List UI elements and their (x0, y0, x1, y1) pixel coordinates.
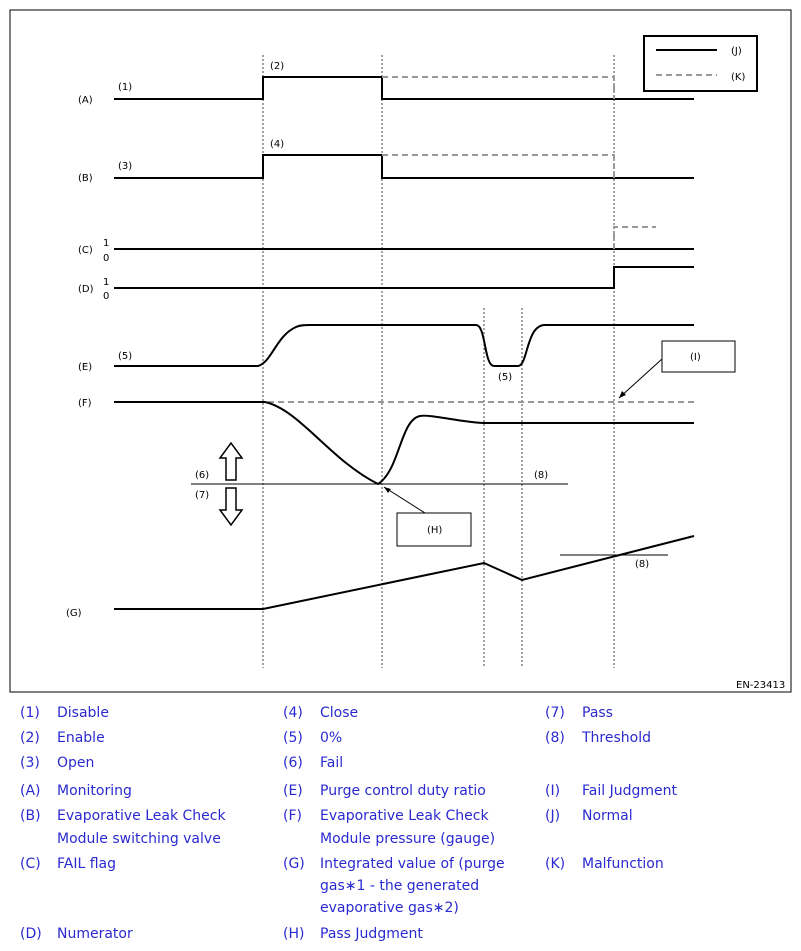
signal-A: (1) (2) (114, 61, 694, 100)
signal-B: (3) (4) (114, 139, 694, 179)
row-label-B: (B) (78, 173, 93, 184)
legend-text: Fail Judgment (582, 783, 677, 799)
marker-3: (3) (118, 161, 132, 172)
legend-code: (A) (20, 783, 41, 799)
legend-text: Fail (320, 755, 344, 771)
legend-text: FAIL flag (57, 856, 117, 872)
diagram-frame (9, 9, 792, 693)
callout-H-label: (H) (427, 525, 442, 536)
marker-4: (4) (270, 139, 284, 150)
legend-code: (6) (283, 755, 303, 771)
legend-text: Evaporative Leak Check (57, 808, 226, 824)
legend-code: (4) (283, 705, 303, 721)
flag-D-level-0: 0 (103, 291, 109, 302)
flag-D-level-1: 1 (103, 277, 109, 288)
signal-F: (6) (7) (8) (114, 401, 694, 527)
key-label-J: (J) (731, 46, 742, 57)
legend-text: Pass Judgment (320, 926, 423, 942)
legend-code: (G) (283, 856, 305, 872)
legend-code: (C) (20, 856, 41, 872)
flag-C-level-1: 1 (103, 238, 109, 249)
marker-8-pressure: (8) (534, 470, 548, 481)
legend-code: (5) (283, 730, 303, 746)
row-label-A: (A) (78, 95, 93, 106)
row-label-E: (E) (78, 362, 92, 373)
legend-text: Malfunction (582, 856, 664, 872)
row-label-D: (D) (78, 284, 94, 295)
legend-code: (D) (20, 926, 42, 942)
down-arrow-icon (218, 487, 244, 527)
key-label-K: (K) (731, 72, 745, 83)
marker-2: (2) (270, 61, 284, 72)
legend-code: (I) (545, 783, 561, 799)
timing-diagram: (J) (K) (A) (B) (C) (D) (E) (F) (G) (1) … (9, 9, 792, 693)
row-label-F: (F) (78, 398, 92, 409)
legend-text: Module pressure (gauge) (320, 831, 496, 847)
flag-C-level-0: 0 (103, 253, 109, 264)
timing-guides (262, 55, 615, 668)
legend-code: (E) (283, 783, 303, 799)
callout-I: (I) (618, 340, 736, 399)
marker-5-start: (5) (118, 351, 132, 362)
legend-text: Normal (582, 808, 633, 824)
legend-text: Disable (57, 705, 109, 721)
callout-I-label: (I) (690, 352, 701, 363)
legend-code: (K) (545, 856, 566, 872)
signal-D: 1 0 (103, 266, 694, 302)
marker-7: (7) (195, 490, 209, 501)
legend-text: Enable (57, 730, 105, 746)
legend-text: Threshold (582, 730, 651, 746)
legend-text: Module switching valve (57, 831, 221, 847)
legend-text: 0% (320, 730, 343, 746)
marker-8-integrated: (8) (635, 559, 649, 570)
signal-G: (8) (114, 535, 695, 610)
legend-code: (2) (20, 730, 40, 746)
legend-text: Pass (582, 705, 613, 721)
legend-text: gas∗1 - the generated (320, 878, 480, 894)
signal-E: (5) (5) (114, 324, 694, 383)
legend-code: (3) (20, 755, 40, 771)
legend-code: (7) (545, 705, 565, 721)
signal-C: 1 0 (103, 226, 694, 264)
legend-text: Evaporative Leak Check (320, 808, 489, 824)
marker-5-dip: (5) (498, 372, 512, 383)
key-box: (J) (K) (643, 35, 758, 92)
legend-code: (1) (20, 705, 40, 721)
row-label-C: (C) (78, 245, 93, 256)
legend-text: Purge control duty ratio (320, 783, 486, 799)
legend-text: Numerator (57, 926, 133, 942)
legend-code: (8) (545, 730, 565, 746)
legend-code: (B) (20, 808, 41, 824)
legend-text: Open (57, 755, 95, 771)
row-label-G: (G) (66, 608, 82, 619)
legend-text: Monitoring (57, 783, 132, 799)
callout-H: (H) (383, 486, 472, 547)
up-arrow-icon (218, 441, 244, 481)
legend-text: Close (320, 705, 359, 721)
figure-id: EN-23413 (736, 680, 785, 691)
marker-1: (1) (118, 82, 132, 93)
legend-text: Integrated value of (purge (320, 856, 505, 872)
legend-code: (F) (283, 808, 302, 824)
legend-code: (J) (545, 808, 561, 824)
marker-6: (6) (195, 470, 209, 481)
legend-text: evaporative gas∗2) (320, 900, 459, 916)
legend-code: (H) (283, 926, 305, 942)
